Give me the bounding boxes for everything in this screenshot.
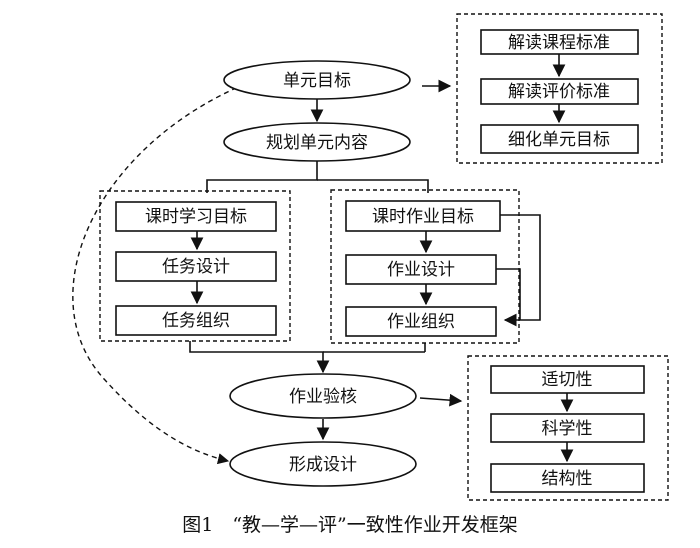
node-scientificity-label: 科学性 [542,419,593,439]
node-final-design-label: 形成设计 [289,455,357,475]
node-unit-goal-label: 单元目标 [283,71,351,91]
node-final-design: 形成设计 [229,441,417,487]
node-homework-design: 作业设计 [345,254,497,285]
node-task-organization: 任务组织 [115,305,277,336]
node-suitability: 适切性 [490,365,645,394]
node-structurality-label: 结构性 [542,469,593,489]
node-read-evaluation: 解读评价标准 [480,78,639,105]
node-read-curriculum: 解读课程标准 [480,29,639,55]
node-task-design: 任务设计 [115,251,277,282]
node-plan-content: 规划单元内容 [223,122,411,162]
node-homework-organization: 作业组织 [345,306,497,337]
figure-caption: 图1 “教—学—评”一致性作业开发框架 [182,514,518,536]
curriculum-group-box [456,13,663,164]
node-suitability-label: 适切性 [542,370,593,390]
node-lesson-learning-goal: 课时学习目标 [115,201,277,232]
node-refine-goal: 细化单元目标 [480,124,639,154]
node-homework-design-label: 作业设计 [387,260,455,280]
node-structurality: 结构性 [490,463,645,493]
node-task-design-label: 任务设计 [162,257,230,277]
node-scientificity: 科学性 [490,413,645,443]
node-lesson-homework-goal: 课时作业目标 [345,200,501,232]
node-homework-review: 作业验核 [229,373,417,419]
learning-group-box [99,190,291,342]
quality-group-box [467,355,669,501]
node-homework-review-label: 作业验核 [289,387,357,407]
node-unit-goal: 单元目标 [223,60,411,100]
node-lesson-homework-goal-label: 课时作业目标 [372,207,474,227]
node-homework-organization-label: 作业组织 [387,312,455,332]
node-lesson-learning-goal-label: 课时学习目标 [145,207,247,227]
node-read-evaluation-label: 解读评价标准 [508,82,610,102]
node-task-organization-label: 任务组织 [162,311,230,331]
node-plan-content-label: 规划单元内容 [266,133,368,153]
node-read-curriculum-label: 解读课程标准 [508,33,610,53]
connectors [72,54,574,465]
node-refine-goal-label: 细化单元目标 [508,130,610,150]
